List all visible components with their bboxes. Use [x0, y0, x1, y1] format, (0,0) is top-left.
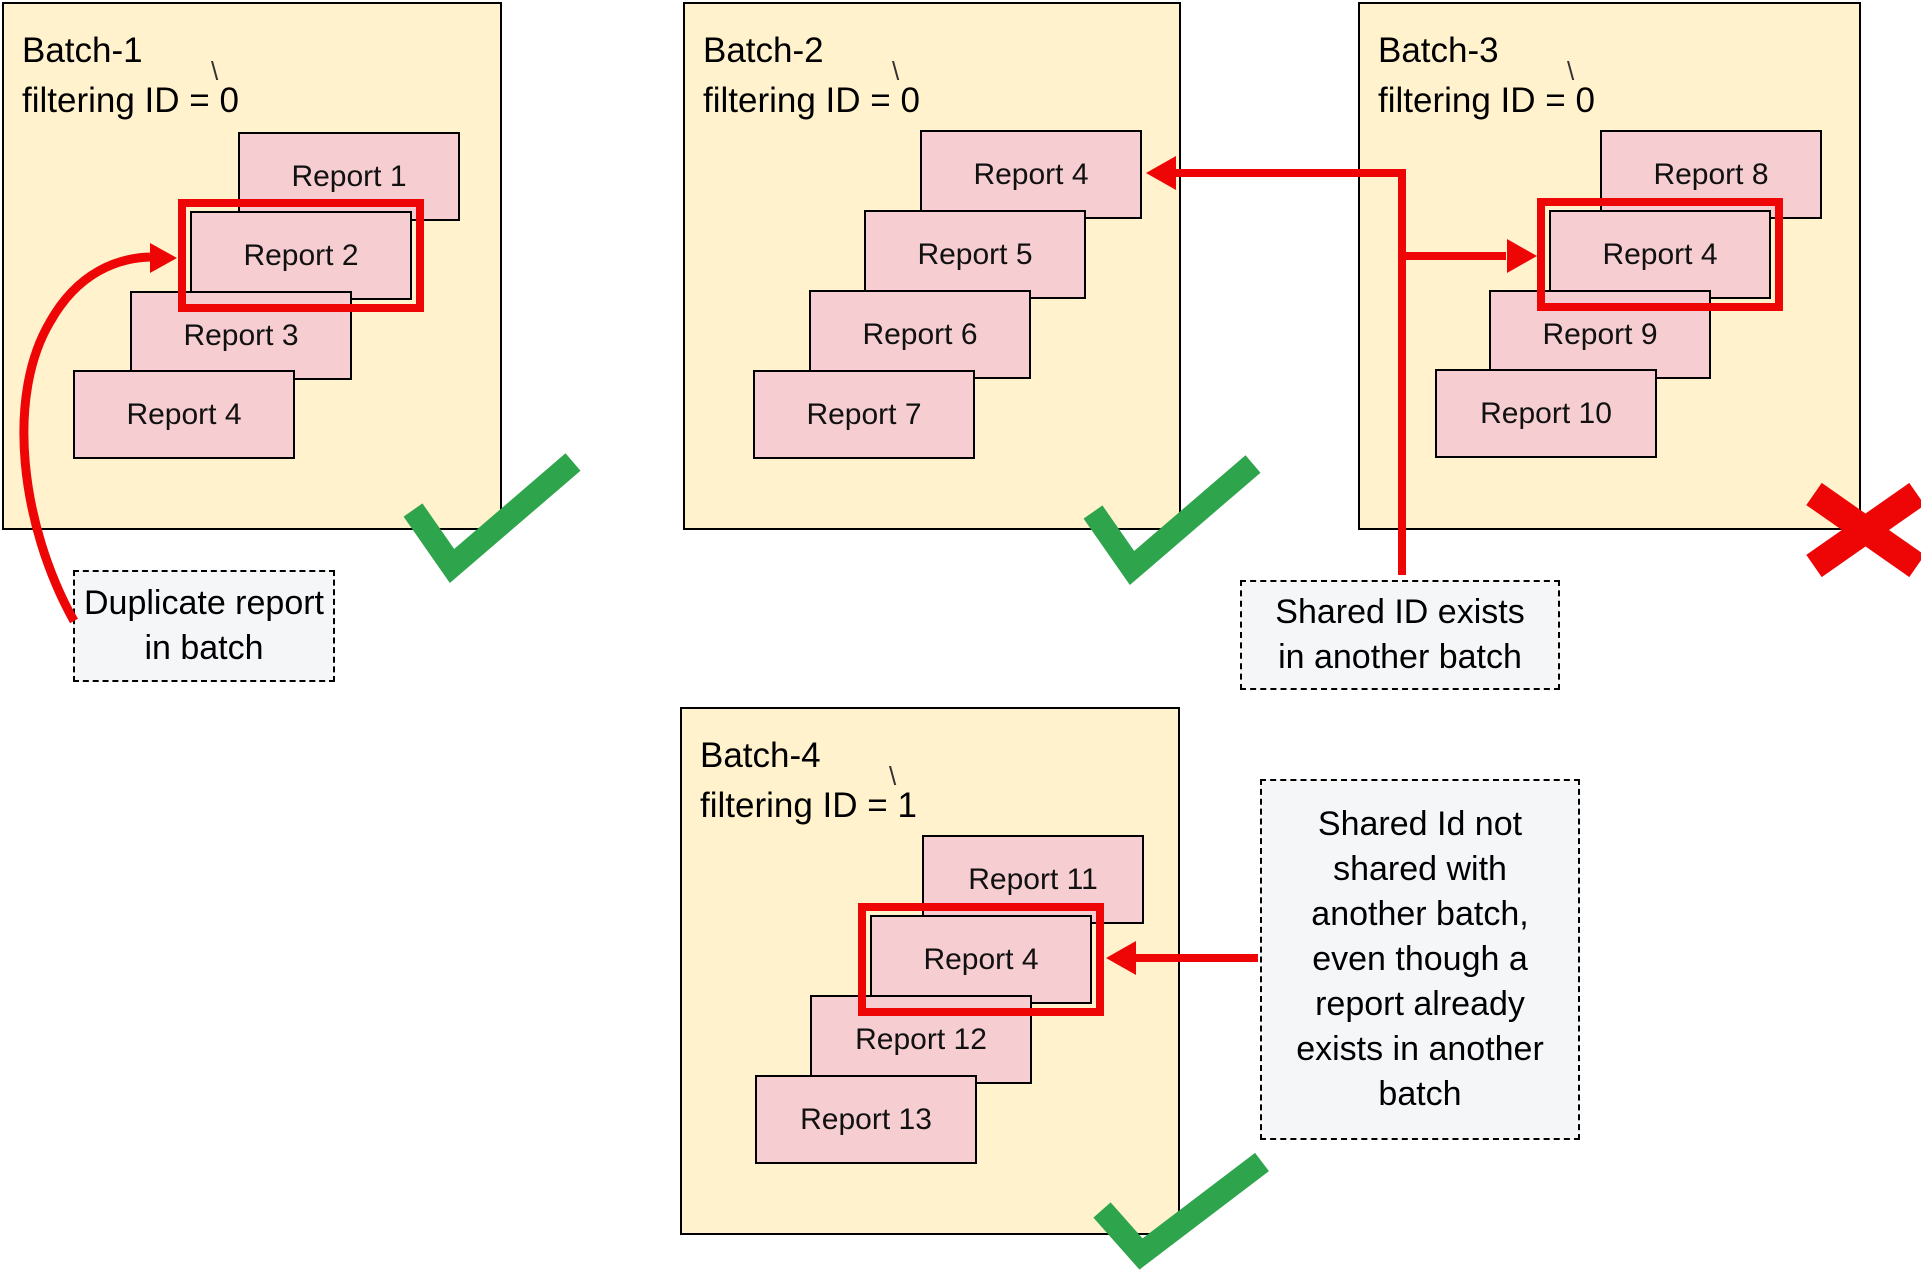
report-label: Report 12 [855, 1022, 987, 1056]
stray-tick-mark: \ [211, 56, 219, 86]
report-label: Report 8 [1653, 157, 1769, 191]
batch-2-title: Batch-2 filtering ID = 0 [703, 26, 920, 126]
report-card: Report 6 [809, 290, 1031, 379]
report-label: Report 7 [806, 397, 922, 431]
batch-1-box: Batch-1 filtering ID = 0 \ Report 1 Repor… [2, 2, 502, 530]
report-card: Report 10 [1435, 369, 1657, 458]
batch-3-filter: filtering ID = 0 [1378, 81, 1595, 120]
report-label: Report 10 [1480, 396, 1612, 430]
batch-3-box: Batch-3 filtering ID = 0 \ Report 8 Repor… [1358, 2, 1861, 530]
stray-tick-mark: \ [889, 761, 897, 791]
batch-3-title: Batch-3 filtering ID = 0 [1378, 26, 1595, 126]
report-label: Report 2 [243, 238, 359, 272]
batch-1-title: Batch-1 filtering ID = 0 [22, 26, 239, 126]
batch-1-filter: filtering ID = 0 [22, 81, 239, 120]
report-label: Report 4 [126, 397, 242, 431]
batch-4-box: Batch-4 filtering ID = 1 \ Report 11 Repo… [680, 707, 1180, 1235]
batch-1-name: Batch-1 [22, 31, 143, 70]
shared-conflict-highlight-frame [1537, 198, 1783, 311]
stray-tick-mark: \ [892, 56, 900, 86]
report-label: Report 6 [862, 317, 978, 351]
report-label: Report 4 [1602, 237, 1718, 271]
report-label: Report 5 [917, 237, 1033, 271]
batch-4-name: Batch-4 [700, 736, 821, 775]
report-card-shared-conflict: Report 4 [1549, 210, 1771, 299]
report-card: Report 4 [73, 370, 295, 459]
report-label: Report 4 [923, 942, 1039, 976]
report-card-shared-target: Report 4 [920, 130, 1142, 219]
batch-4-title: Batch-4 filtering ID = 1 [700, 731, 917, 831]
batch-4-filter: filtering ID = 1 [700, 786, 917, 825]
report-card: Report 7 [753, 370, 975, 459]
batch-2-box: Batch-2 filtering ID = 0 \ Report 4 Repor… [683, 2, 1181, 530]
report-card: Report 5 [864, 210, 1086, 299]
report-label: Report 4 [973, 157, 1089, 191]
report-card-shared-ok: Report 4 [870, 915, 1092, 1004]
report-label: Report 3 [183, 318, 299, 352]
report-label: Report 13 [800, 1102, 932, 1136]
stray-tick-mark: \ [1567, 56, 1575, 86]
report-label: Report 11 [968, 862, 1098, 896]
batch-2-filter: filtering ID = 0 [703, 81, 920, 120]
batch-2-name: Batch-2 [703, 31, 824, 70]
shared-ok-highlight-frame [858, 903, 1104, 1016]
report-card: Report 13 [755, 1075, 977, 1164]
report-label: Report 1 [291, 159, 407, 193]
batch-3-name: Batch-3 [1378, 31, 1499, 70]
duplicate-highlight-frame [178, 199, 424, 312]
report-label: Report 9 [1542, 317, 1658, 351]
